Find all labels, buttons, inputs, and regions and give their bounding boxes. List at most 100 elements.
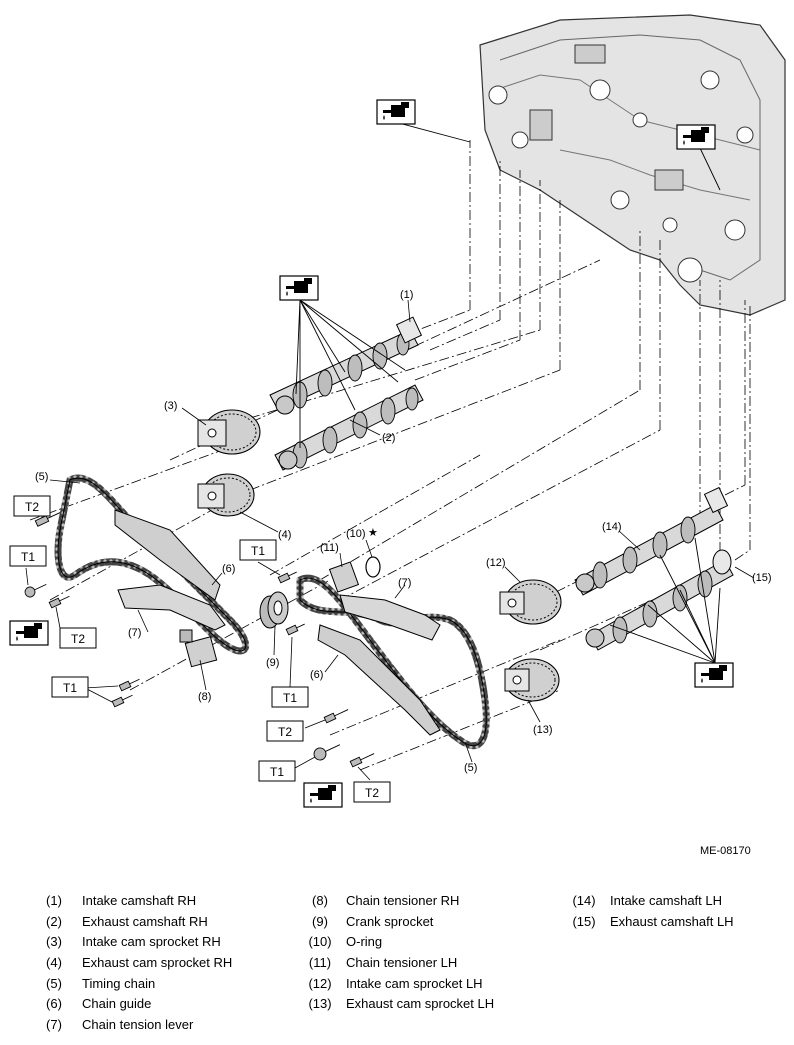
chain-guide-lh	[317, 624, 441, 736]
legend-item-label: Exhaust camshaft LH	[610, 913, 734, 929]
svg-text:T1: T1	[63, 681, 77, 695]
legend-item: (13)Exhaust cam sprocket LH	[302, 996, 494, 1017]
drawing-id: ME-08170	[700, 845, 751, 857]
callout-4: (4)	[278, 529, 291, 541]
intake-camshaft-lh	[574, 486, 729, 596]
legend-item-number: (14)	[572, 893, 596, 908]
legend-item-number: (8)	[312, 893, 328, 908]
bolt	[111, 694, 133, 708]
torque-box-t2: T2	[13, 495, 51, 517]
legend-item-number: (10)	[308, 934, 332, 950]
legend-item-number: (9)	[312, 913, 328, 929]
legend-item-number: (7)	[46, 1017, 62, 1033]
svg-text:T1: T1	[283, 691, 297, 705]
bolt	[24, 583, 47, 598]
exploded-view-diagram: T2 T1 T2 T1 T1 T1 T2 T1 T2 (1) (2) (3) (…	[9, 14, 786, 808]
torque-boxes: T2 T1 T2 T1 T1 T1 T2 T1 T2	[9, 495, 391, 803]
legend-item: (10)O-ring	[302, 934, 494, 955]
bolts	[24, 512, 375, 768]
exhaust-cam-sprocket-rh	[197, 473, 255, 517]
bolt	[34, 512, 61, 527]
bolt	[313, 744, 341, 761]
exhaust-cam-sprocket-lh	[504, 658, 560, 702]
legend-column-1: (1) Intake camshaft RH (2) Exhaust camshaft…	[36, 893, 232, 1038]
callout-leaders	[25, 299, 755, 781]
star-icon: ★	[368, 527, 378, 539]
callout-7: (7)	[128, 627, 141, 639]
callout-15: (15)	[752, 572, 772, 584]
torque-box-t1: T1	[9, 545, 47, 567]
svg-text:T2: T2	[25, 500, 39, 514]
intake-cam-sprocket-lh	[499, 579, 562, 625]
legend-item-label: Intake camshaft LH	[610, 893, 722, 908]
exhaust-camshaft-lh	[585, 549, 734, 651]
legend-item-number: (11)	[308, 955, 332, 971]
oil-can-icon	[694, 662, 734, 688]
legend-item-label: Intake camshaft RH	[82, 893, 197, 908]
svg-text:T2: T2	[365, 786, 379, 800]
callout-2: (2)	[382, 432, 395, 444]
torque-box-t2: T2	[266, 720, 304, 742]
chain-tensioner-rh	[179, 629, 218, 668]
bolt	[285, 623, 305, 636]
torque-box-t1: T1	[239, 539, 277, 561]
svg-text:T1: T1	[251, 544, 265, 558]
legend-item-label: Crank sprocket	[346, 913, 434, 929]
legend-item-number: (5)	[46, 975, 62, 991]
legend-item: (11) Chain tensioner LH	[302, 955, 494, 976]
chain-guide-rh	[114, 509, 221, 601]
legend-item-label: Chain tensioner RH	[346, 893, 460, 908]
legend-item-label: Intake cam sprocket RH	[82, 934, 221, 950]
callout-5: (5)	[35, 471, 48, 483]
legend-item: (8) Chain tensioner RH	[302, 893, 494, 914]
legend-item: (9) Crank sprocket	[302, 914, 494, 935]
bolt	[323, 709, 349, 724]
chain-tension-lever-rh	[117, 584, 226, 631]
legend-item: (5)Timing chain	[36, 976, 232, 997]
legend-item: (3)Intake cam sprocket RH	[36, 934, 232, 955]
legend-item-number: (2)	[46, 913, 62, 929]
legend-item-label: Chain tensioner LH	[346, 955, 458, 971]
callout-12: (12)	[486, 557, 506, 569]
legend-item: (6) Chain guide	[36, 996, 232, 1017]
svg-text:T2: T2	[71, 632, 85, 646]
legend-item-label: Exhaust cam sprocket RH	[82, 955, 233, 971]
legend-item-label: Exhaust camshaft RH	[82, 913, 208, 929]
svg-text:T1: T1	[21, 550, 35, 564]
torque-box-t1: T1	[271, 686, 309, 708]
callout-11: (11)	[320, 542, 339, 554]
leader-lines	[29, 140, 751, 771]
legend-item-label: Chain tension lever	[82, 1017, 194, 1033]
engine-block	[479, 14, 786, 316]
legend-item: (14) Intake camshaft LH	[566, 893, 734, 914]
legend-item-label: Intake cam sprocket LH	[346, 975, 483, 991]
callout-10: (10)	[346, 528, 366, 540]
legend-item-number: (6)	[46, 996, 62, 1012]
legend-item-number: (1)	[46, 893, 62, 908]
callout-6: (6)	[310, 669, 323, 681]
chain-tension-lever-lh	[339, 594, 441, 641]
callout-labels: (1) (2) (3) (4) (5) (5) (6) (6) (7) (7) …	[35, 289, 772, 774]
callout-3: (3)	[164, 400, 177, 412]
intake-cam-sprocket-rh	[197, 409, 261, 455]
legend-item: (1) Intake camshaft RH	[36, 893, 232, 914]
callout-9: (9)	[266, 657, 279, 669]
oil-arrows	[295, 121, 721, 664]
torque-box-t2: T2	[353, 781, 391, 803]
callout-6: (6)	[222, 563, 235, 575]
legend-item-label: Chain guide	[82, 996, 152, 1012]
legend-item: (12)Intake cam sprocket LH	[302, 976, 494, 997]
oil-can-icon	[9, 620, 49, 646]
legend-item: (4)Exhaust cam sprocket RH	[36, 955, 232, 976]
bolt	[118, 678, 140, 692]
callout-5: (5)	[464, 762, 477, 774]
oil-can-icon	[376, 99, 416, 125]
callout-13: (13)	[533, 724, 553, 736]
legend-item: (7) Chain tension lever	[36, 1017, 232, 1038]
bolt	[277, 571, 297, 584]
svg-text:T2: T2	[278, 725, 292, 739]
torque-box-t1: T1	[51, 676, 89, 698]
oil-can-icon	[676, 124, 716, 150]
callout-1: (1)	[400, 289, 413, 301]
legend-column-3: (14)Intake camshaft LH(15)Exhaust camsha…	[566, 893, 734, 934]
